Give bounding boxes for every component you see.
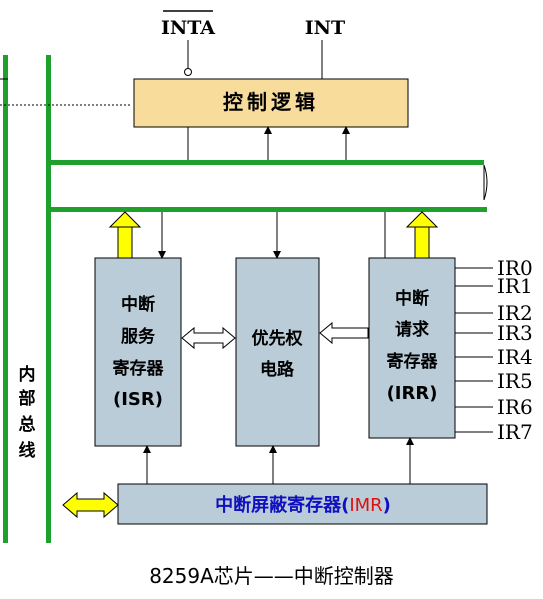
ir-label-6: IR6	[497, 395, 533, 419]
imr-label: 中断屏蔽寄存器(IMR)	[215, 494, 391, 516]
svg-text:线: 线	[19, 440, 36, 461]
ir-label-1: IR1	[497, 274, 533, 298]
ir-label-0: IR0	[497, 256, 533, 280]
irr-label-line2: 请求	[395, 319, 429, 340]
ir-label-4: IR4	[497, 345, 533, 369]
lower-bus	[51, 207, 487, 212]
irr-label-line1: 中断	[395, 288, 429, 309]
figure-caption: 8259A芯片——中断控制器	[149, 564, 394, 588]
upper-bus	[51, 160, 488, 201]
priority-label-line1: 优先权	[252, 328, 304, 349]
int-label: INT	[305, 17, 345, 39]
isr-label-line3: 寄存器	[113, 358, 165, 379]
isr-priority-double-arrow	[181, 326, 236, 350]
irr-to-bus-arrow	[405, 211, 439, 259]
irr-to-priority-arrow	[319, 321, 369, 345]
isr-box	[94, 257, 182, 447]
control-logic-label: 控制逻辑	[223, 90, 319, 114]
bus-imr-double-arrow	[62, 491, 119, 519]
control-logic-box	[133, 78, 409, 128]
ir-label-7: IR7	[497, 420, 533, 444]
inta-inversion-bubble	[184, 68, 192, 76]
isr-label-line2: 服务	[121, 326, 156, 347]
irr-box	[368, 257, 456, 439]
internal-bus	[0, 55, 132, 543]
svg-text:部: 部	[19, 388, 36, 409]
imr-box	[117, 483, 488, 525]
inta-label: INTA	[161, 17, 215, 39]
ir-label-2: IR2	[497, 301, 533, 325]
isr-to-bus-arrow	[108, 211, 142, 259]
isr-label-line4: (ISR)	[113, 389, 163, 410]
priority-label-line2: 电路	[260, 359, 295, 380]
isr-label-line1: 中断	[121, 294, 155, 315]
ir-label-3: IR3	[497, 321, 533, 345]
priority-box	[235, 257, 320, 447]
irr-label-line3: 寄存器	[387, 351, 439, 372]
irr-label-line4: (IRR)	[387, 383, 438, 404]
ir-label-5: IR5	[497, 369, 533, 393]
svg-text:内: 内	[19, 364, 36, 385]
internal-bus-label: 内 部 总 线	[19, 364, 36, 461]
svg-text:总: 总	[19, 414, 36, 435]
